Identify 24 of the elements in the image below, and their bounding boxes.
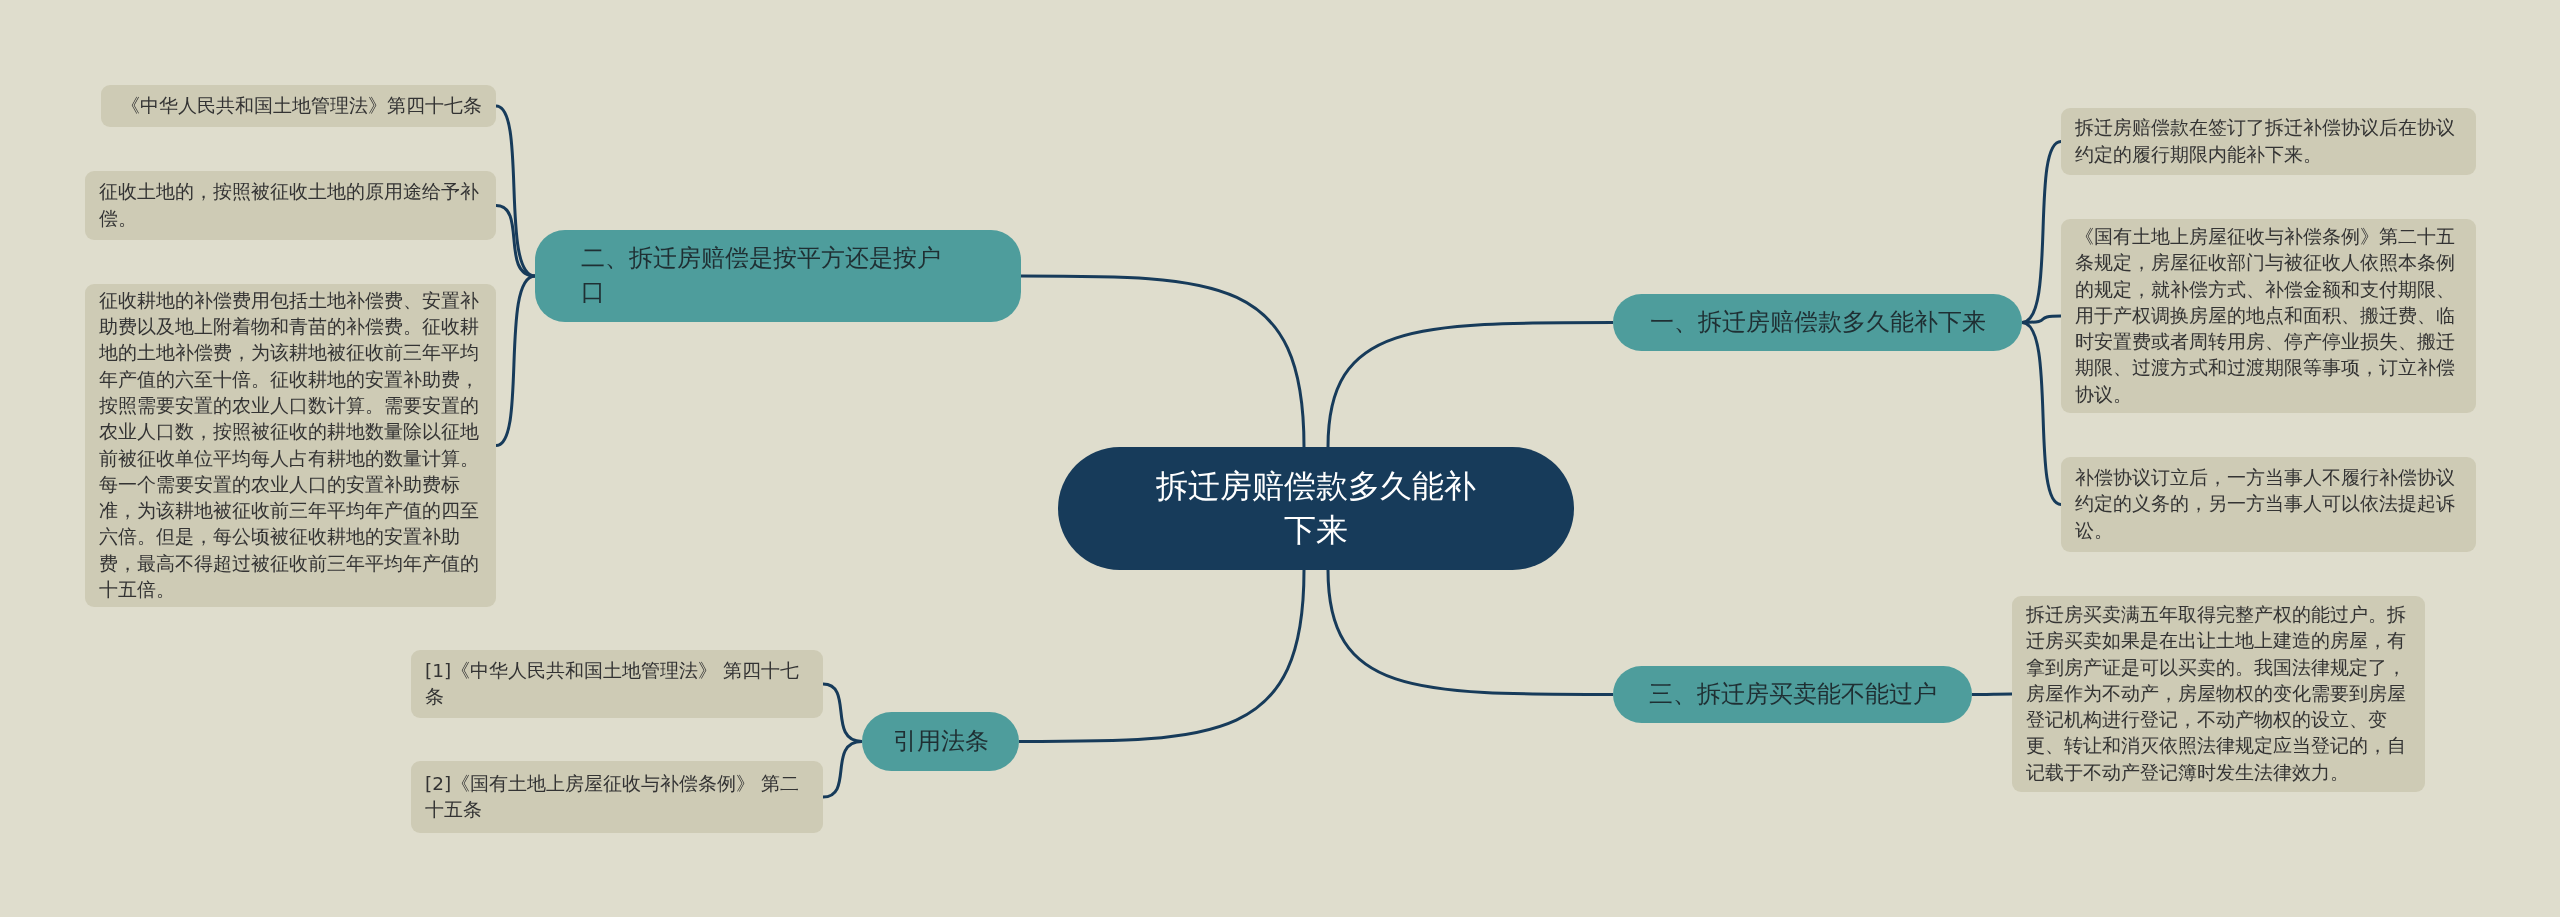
connector-line: [1326, 321, 1613, 448]
connector-line: [495, 274, 536, 447]
note-box: [2]《国有土地上房屋征收与补偿条例》 第二十五条: [411, 761, 823, 833]
connector-line: [1019, 569, 1306, 743]
note-box: [1]《中华人民共和国土地管理法》 第四十七条: [411, 650, 823, 718]
note-box: 《国有土地上房屋征收与补偿条例》第二十五条规定，房屋征收部门与被征收人依照本条例的规定，就补偿方式、补偿金额和支付期限、用于产权调换房屋的地点和面积、搬迁费、临时安置费或者周转用房、停产停业损失、搬迁期限、过渡方式和过渡期限等事项，订立补偿协议。: [2061, 219, 2476, 413]
note-box: 征收土地的，按照被征收土地的原用途给予补偿。: [85, 171, 496, 240]
connector-line: [1972, 692, 2012, 696]
connector-line: [1021, 274, 1306, 448]
central-topic-box: 拆迁房赔偿款多久能补下来: [1058, 447, 1574, 570]
note-box: 《中华人民共和国土地管理法》第四十七条: [101, 85, 496, 127]
connector-line: [2021, 140, 2062, 324]
note-box: 征收耕地的补偿费用包括土地补偿费、安置补助费以及地上附着物和青苗的补偿费。征收耕地的土地补偿费，为该耕地被征收前三年平均年产值的六至十倍。征收耕地的安置补助费，按照需要安置的农业人口数计算。需要安置的农业人口数，按照被征收的耕地数量除以征地前被征收单位平均每人占有耕地的数量计算。每一个需要安置的农业人口的安置补助费标准，为该耕地被征收前三年平均年产值的四至六倍。但是，每公顷被征收耕地的安置补助费，最高不得超过被征收前三年平均年产值的十五倍。: [85, 284, 496, 607]
topic-box: 二、拆迁房赔偿是按平方还是按户口: [535, 230, 1021, 322]
topic-box: 三、拆迁房买卖能不能过户: [1613, 666, 1972, 723]
note-box: 拆迁房赔偿款在签订了拆迁补偿协议后在协议约定的履行期限内能补下来。: [2061, 108, 2476, 175]
connector-line: [1326, 569, 1613, 696]
note-box: 补偿协议订立后，一方当事人不履行补偿协议约定的义务的，另一方当事人可以依法提起诉讼。: [2061, 457, 2476, 552]
connector-line: [2021, 321, 2062, 506]
connector-line: [495, 204, 536, 278]
topic-box: 一、拆迁房赔偿款多久能补下来: [1613, 294, 2022, 351]
connector-line: [822, 740, 863, 799]
topic-box: 引用法条: [862, 712, 1019, 771]
note-box: 拆迁房买卖满五年取得完整产权的能过户。拆迁房买卖如果是在出让土地上建造的房屋，有拿到房产证是可以买卖的。我国法律规定了，房屋作为不动产，房屋物权的变化需要到房屋登记机构进行登记，不动产物权的设立、变更、转让和消灭依照法律规定应当登记的，自记载于不动产登记簿时发生法律效力。: [2012, 596, 2425, 792]
